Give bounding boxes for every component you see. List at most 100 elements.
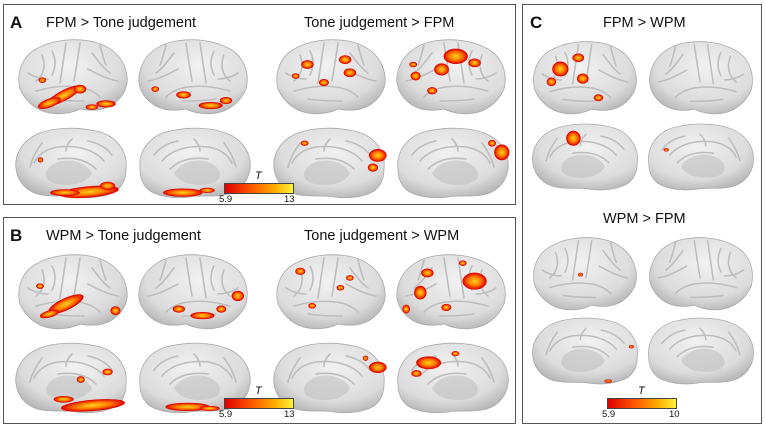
activation-cluster — [336, 284, 345, 291]
contrast-title-b2: Tone judgement > WPM — [304, 228, 460, 244]
colorbar-b-gradient — [224, 398, 294, 409]
colorbar-a: T 5.9 13 — [219, 170, 302, 205]
activation-cluster — [451, 351, 460, 357]
activation-cluster — [162, 188, 203, 197]
brain-b1-lateral-right — [138, 254, 248, 330]
activation-cluster — [291, 73, 300, 79]
contrast-title-a1: FPM > Tone judgement — [46, 15, 197, 31]
colorbar-c-gradient — [607, 398, 677, 409]
activation-cluster — [458, 260, 467, 266]
brain-c1-lateral-right — [649, 41, 753, 115]
contrast-title-c2: WPM > FPM — [603, 211, 686, 227]
colorbar-a-label: T — [255, 170, 262, 182]
activation-cluster — [362, 355, 369, 361]
activation-cluster — [190, 312, 215, 320]
colorbar-c: T 5.9 10 — [602, 385, 685, 420]
brain-b1-lateral-left — [18, 254, 128, 330]
activation-cluster — [462, 272, 487, 290]
activation-cluster — [37, 157, 44, 163]
contrast-title-b1: WPM > Tone judgement — [46, 228, 201, 244]
activation-cluster — [110, 306, 121, 316]
activation-cluster — [552, 61, 569, 77]
brain-b1-medial-left — [15, 342, 127, 414]
activation-cluster — [199, 187, 215, 193]
activation-cluster — [198, 101, 223, 110]
activation-cluster — [421, 268, 434, 278]
activation-cluster — [427, 87, 438, 95]
activation-cluster — [295, 267, 306, 275]
activation-cluster — [102, 368, 113, 376]
activation-cluster — [151, 86, 160, 92]
activation-cluster — [367, 163, 379, 172]
activation-cluster — [572, 53, 585, 63]
activation-cluster — [49, 189, 80, 196]
activation-cluster — [411, 370, 422, 377]
contrast-title-a2: Tone judgement > FPM — [304, 15, 455, 31]
activation-cluster — [593, 94, 604, 102]
activation-cluster — [308, 302, 316, 309]
activation-cluster — [96, 100, 116, 108]
activation-cluster — [343, 68, 357, 78]
brain-c2-lateral-right — [649, 237, 753, 311]
brain-c2-medial-left — [532, 317, 638, 385]
activation-cluster — [566, 130, 581, 146]
activation-cluster — [488, 139, 497, 147]
colorbar-c-max: 10 — [669, 409, 680, 420]
activation-cluster — [604, 379, 612, 383]
colorbar-a-gradient — [224, 183, 294, 194]
colorbar-b-max: 13 — [284, 409, 295, 420]
activation-cluster — [36, 283, 44, 289]
contrast-title-c1: FPM > WPM — [603, 15, 686, 31]
activation-cluster — [301, 60, 314, 69]
activation-cluster — [628, 344, 635, 349]
brain-c1-lateral-left — [533, 41, 637, 115]
activation-cluster — [443, 48, 468, 64]
panel-c: C FPM > WPM WPM > FPM T 5.9 10 — [522, 4, 762, 424]
panel-b: B WPM > Tone judgement Tone judgement > … — [3, 217, 516, 424]
brain-c1-medial-left — [532, 123, 638, 191]
activation-cluster — [53, 395, 74, 403]
brain-b2-lateral-right — [396, 254, 506, 330]
brain-b1-medial-right — [139, 342, 251, 414]
activation-cluster — [85, 104, 99, 110]
activation-cluster — [409, 61, 418, 68]
activation-cluster — [216, 305, 227, 313]
activation-cluster — [434, 63, 449, 76]
brain-c2-medial-right — [648, 317, 754, 385]
activation-cluster — [338, 55, 352, 64]
activation-cluster — [300, 140, 309, 146]
activation-cluster — [99, 181, 116, 190]
colorbar-a-max: 13 — [284, 194, 295, 205]
brain-a2-medial-left — [273, 127, 387, 199]
activation-cluster — [416, 356, 442, 370]
panel-letter-c: C — [530, 13, 543, 32]
activation-cluster — [468, 58, 481, 68]
brain-a2-medial-right — [397, 127, 510, 199]
activation-cluster — [402, 304, 411, 314]
brain-b2-lateral-left — [276, 254, 386, 330]
colorbar-c-label: T — [638, 385, 645, 397]
brain-b2-medial-left — [273, 342, 387, 414]
activation-cluster — [577, 272, 584, 277]
activation-cluster — [199, 405, 220, 411]
colorbar-a-min: 5.9 — [219, 194, 233, 205]
activation-cluster — [231, 290, 245, 302]
panel-letter-a: A — [10, 13, 23, 32]
activation-cluster — [176, 91, 191, 99]
activation-cluster — [61, 399, 125, 412]
brain-b2-medial-right — [397, 342, 509, 414]
brain-a1-lateral-left — [18, 39, 128, 115]
activation-cluster — [494, 144, 510, 161]
brain-a1-medial-right — [139, 127, 251, 199]
activation-cluster — [410, 71, 421, 81]
activation-cluster — [663, 148, 669, 152]
activation-cluster — [346, 275, 354, 281]
activation-cluster — [318, 78, 329, 87]
activation-cluster — [368, 149, 387, 162]
activation-cluster — [38, 77, 47, 83]
activation-cluster — [441, 303, 452, 311]
activation-cluster — [39, 309, 59, 319]
panel-a: A FPM > Tone judgement Tone judgement > … — [3, 4, 516, 205]
colorbar-c-min: 5.9 — [602, 409, 616, 420]
colorbar-b-min: 5.9 — [219, 409, 233, 420]
